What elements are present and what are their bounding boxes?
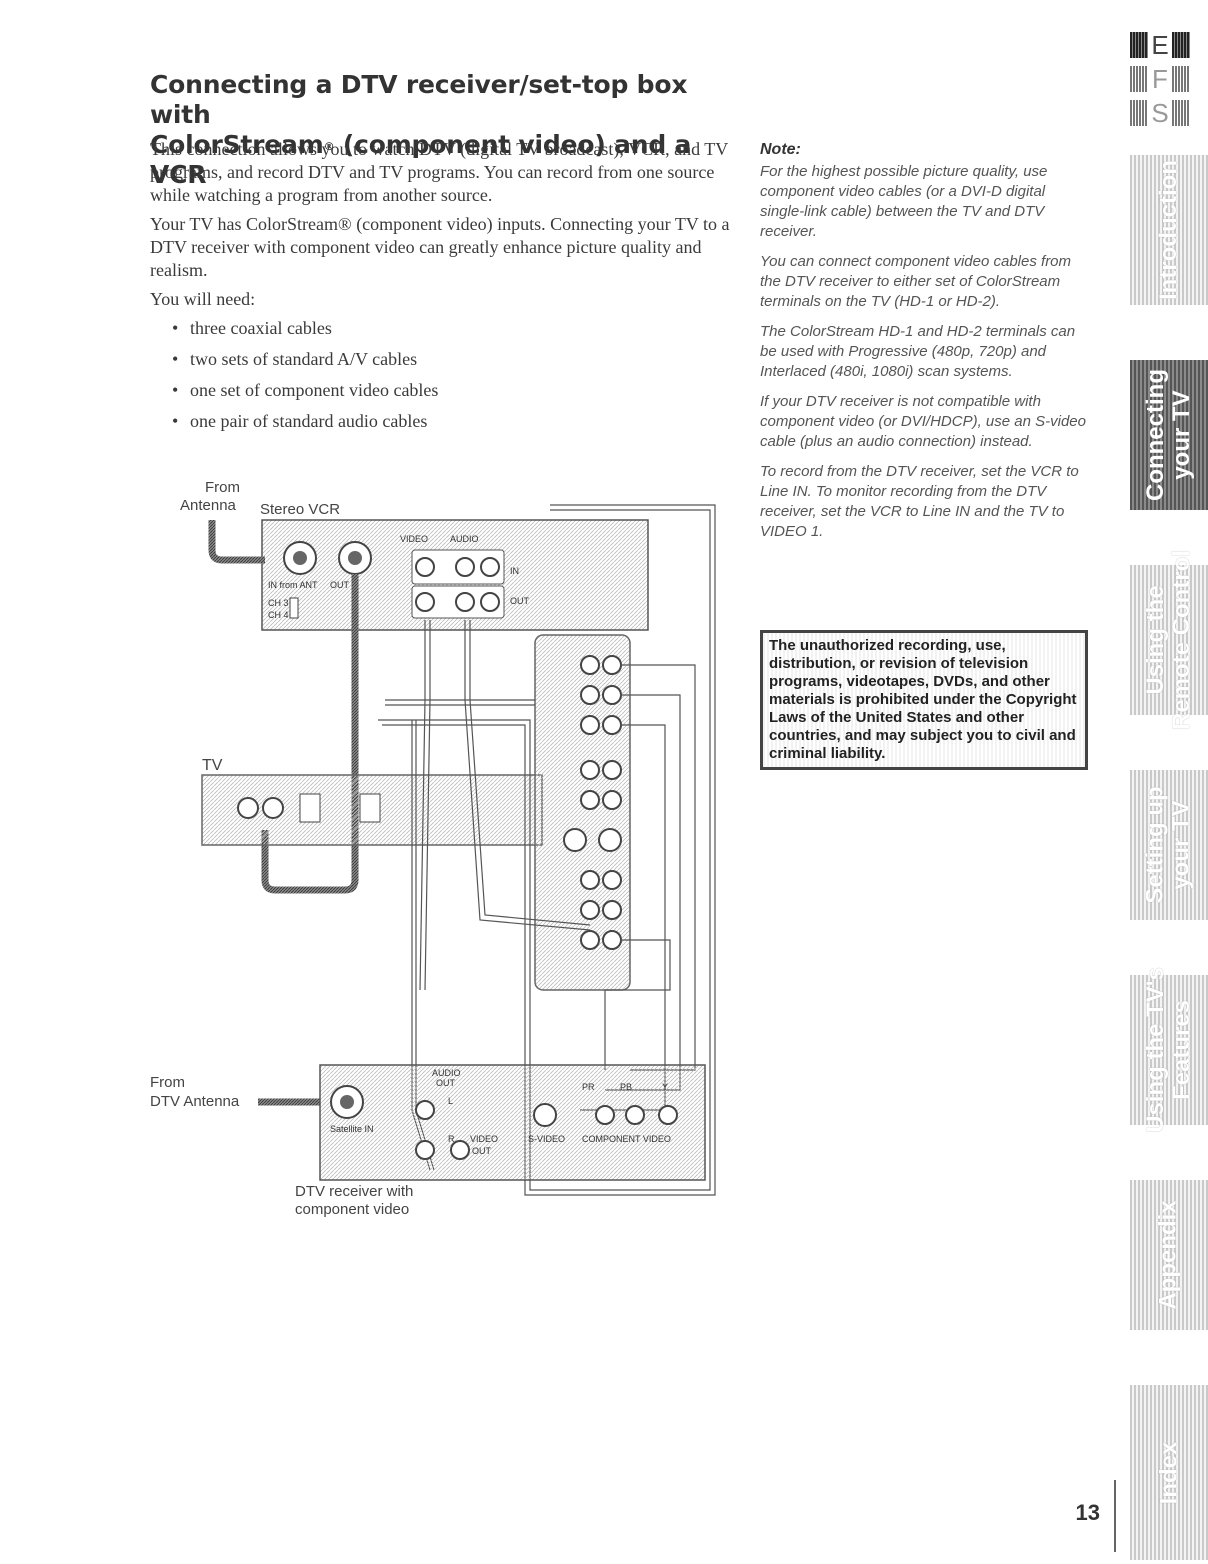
video-out-2-label: OUT	[472, 1146, 492, 1156]
audio-l-label: L	[448, 1096, 453, 1106]
page-title: Connecting a DTV receiver/set-top box wi…	[150, 70, 750, 190]
vcr-audio-label: AUDIO	[450, 534, 479, 544]
note-title: Note:	[760, 141, 801, 158]
from-antenna-label: From	[205, 479, 240, 496]
intro-paragraph-3: You will need:	[150, 289, 256, 309]
language-french: F	[1152, 63, 1168, 94]
stereo-vcr-label: Stereo VCR	[260, 501, 340, 518]
dtv-receiver-panel	[319, 1064, 706, 1181]
y-label: Y	[662, 1082, 668, 1092]
tab-connecting-your-tv[interactable]: Connecting your TV	[1130, 360, 1208, 510]
title-line-1: Connecting a DTV receiver/set-top box wi…	[150, 70, 688, 129]
language-row-french[interactable]: F	[1130, 62, 1208, 96]
note-item: For the highest possible picture quality…	[760, 163, 1048, 240]
registered-mark: ®	[323, 140, 335, 153]
pr-label: PR	[582, 1082, 595, 1092]
language-spanish: S	[1151, 97, 1169, 128]
title-line-2-a: ColorStream	[150, 130, 324, 159]
language-index: E F S	[1130, 28, 1208, 130]
note-item: You can connect component video cables f…	[760, 253, 1072, 310]
audio-r-label: R	[448, 1134, 455, 1144]
audio-out-2-label: OUT	[436, 1078, 456, 1088]
language-english: E	[1151, 29, 1169, 60]
satellite-in-label: Satellite IN	[330, 1124, 374, 1134]
tv-label: TV	[202, 757, 223, 774]
note-item: To record from the DTV receiver, set the…	[760, 463, 1079, 540]
tab-using-remote-control[interactable]: Using the Remote Control	[1130, 550, 1208, 730]
component-video-label: COMPONENT VIDEO	[582, 1134, 671, 1144]
needs-item: three coaxial cables	[172, 317, 735, 340]
language-row-english[interactable]: E	[1130, 28, 1208, 62]
from-dtv-antenna-label: From	[150, 1074, 185, 1091]
antenna-label: Antenna	[180, 497, 237, 514]
needs-item: two sets of standard A/V cables	[172, 348, 735, 371]
vcr-in-from-ant-label: IN from ANT	[268, 580, 318, 590]
intro-paragraph-1: This connection allows you to watch DTV …	[150, 139, 728, 205]
needs-item: one pair of standard audio cables	[172, 410, 735, 433]
copyright-warning: The unauthorized recording, use, distrib…	[760, 630, 1088, 770]
vcr-out-2-label: OUT	[510, 596, 530, 606]
vcr-in-label: IN	[510, 566, 519, 576]
tab-setting-up-your-tv[interactable]: Setting up your TV	[1130, 770, 1208, 920]
pb-label: PB	[620, 1082, 632, 1092]
page-number-rule	[1114, 1480, 1116, 1552]
needs-item: one set of component video cables	[172, 379, 735, 402]
dtv-antenna-label: DTV Antenna	[150, 1093, 240, 1110]
note-item: If your DTV receiver is not compatible w…	[760, 393, 1086, 450]
page-number: 13	[1075, 1500, 1100, 1525]
note-item: The ColorStream HD-1 and HD-2 terminals …	[760, 323, 1076, 380]
vcr-ch4-label: CH 4	[268, 610, 289, 620]
dtv-receiver-label-2: component video	[295, 1201, 409, 1218]
tab-using-tv-features[interactable]: Using the TV's Features	[1130, 967, 1208, 1133]
video-out-label: VIDEO	[470, 1134, 498, 1144]
tab-index[interactable]: Index	[1130, 1385, 1208, 1560]
audio-out-label: AUDIO	[432, 1068, 461, 1078]
vcr-ch3-label: CH 3	[268, 598, 289, 608]
title-line-2-b: (component video) and a VCR	[150, 130, 692, 189]
vcr-out-label: OUT	[330, 580, 350, 590]
connection-diagram: From Antenna Stereo VCR IN from ANT OUT …	[150, 479, 716, 1218]
intro-paragraph-2: Your TV has ColorStream® (component vide…	[150, 214, 730, 280]
intro-text: This connection allows you to watch DTV …	[150, 138, 735, 441]
needs-list: three coaxial cables two sets of standar…	[150, 317, 735, 433]
note-box: Note: For the highest possible picture q…	[760, 140, 1090, 552]
tab-appendix[interactable]: Appendix	[1130, 1180, 1208, 1330]
tab-introduction[interactable]: Introduction	[1130, 155, 1208, 305]
dtv-receiver-label: DTV receiver with	[295, 1183, 413, 1200]
vcr-video-label: VIDEO	[400, 534, 428, 544]
language-row-spanish[interactable]: S	[1130, 96, 1208, 130]
svideo-label: S-VIDEO	[528, 1134, 565, 1144]
